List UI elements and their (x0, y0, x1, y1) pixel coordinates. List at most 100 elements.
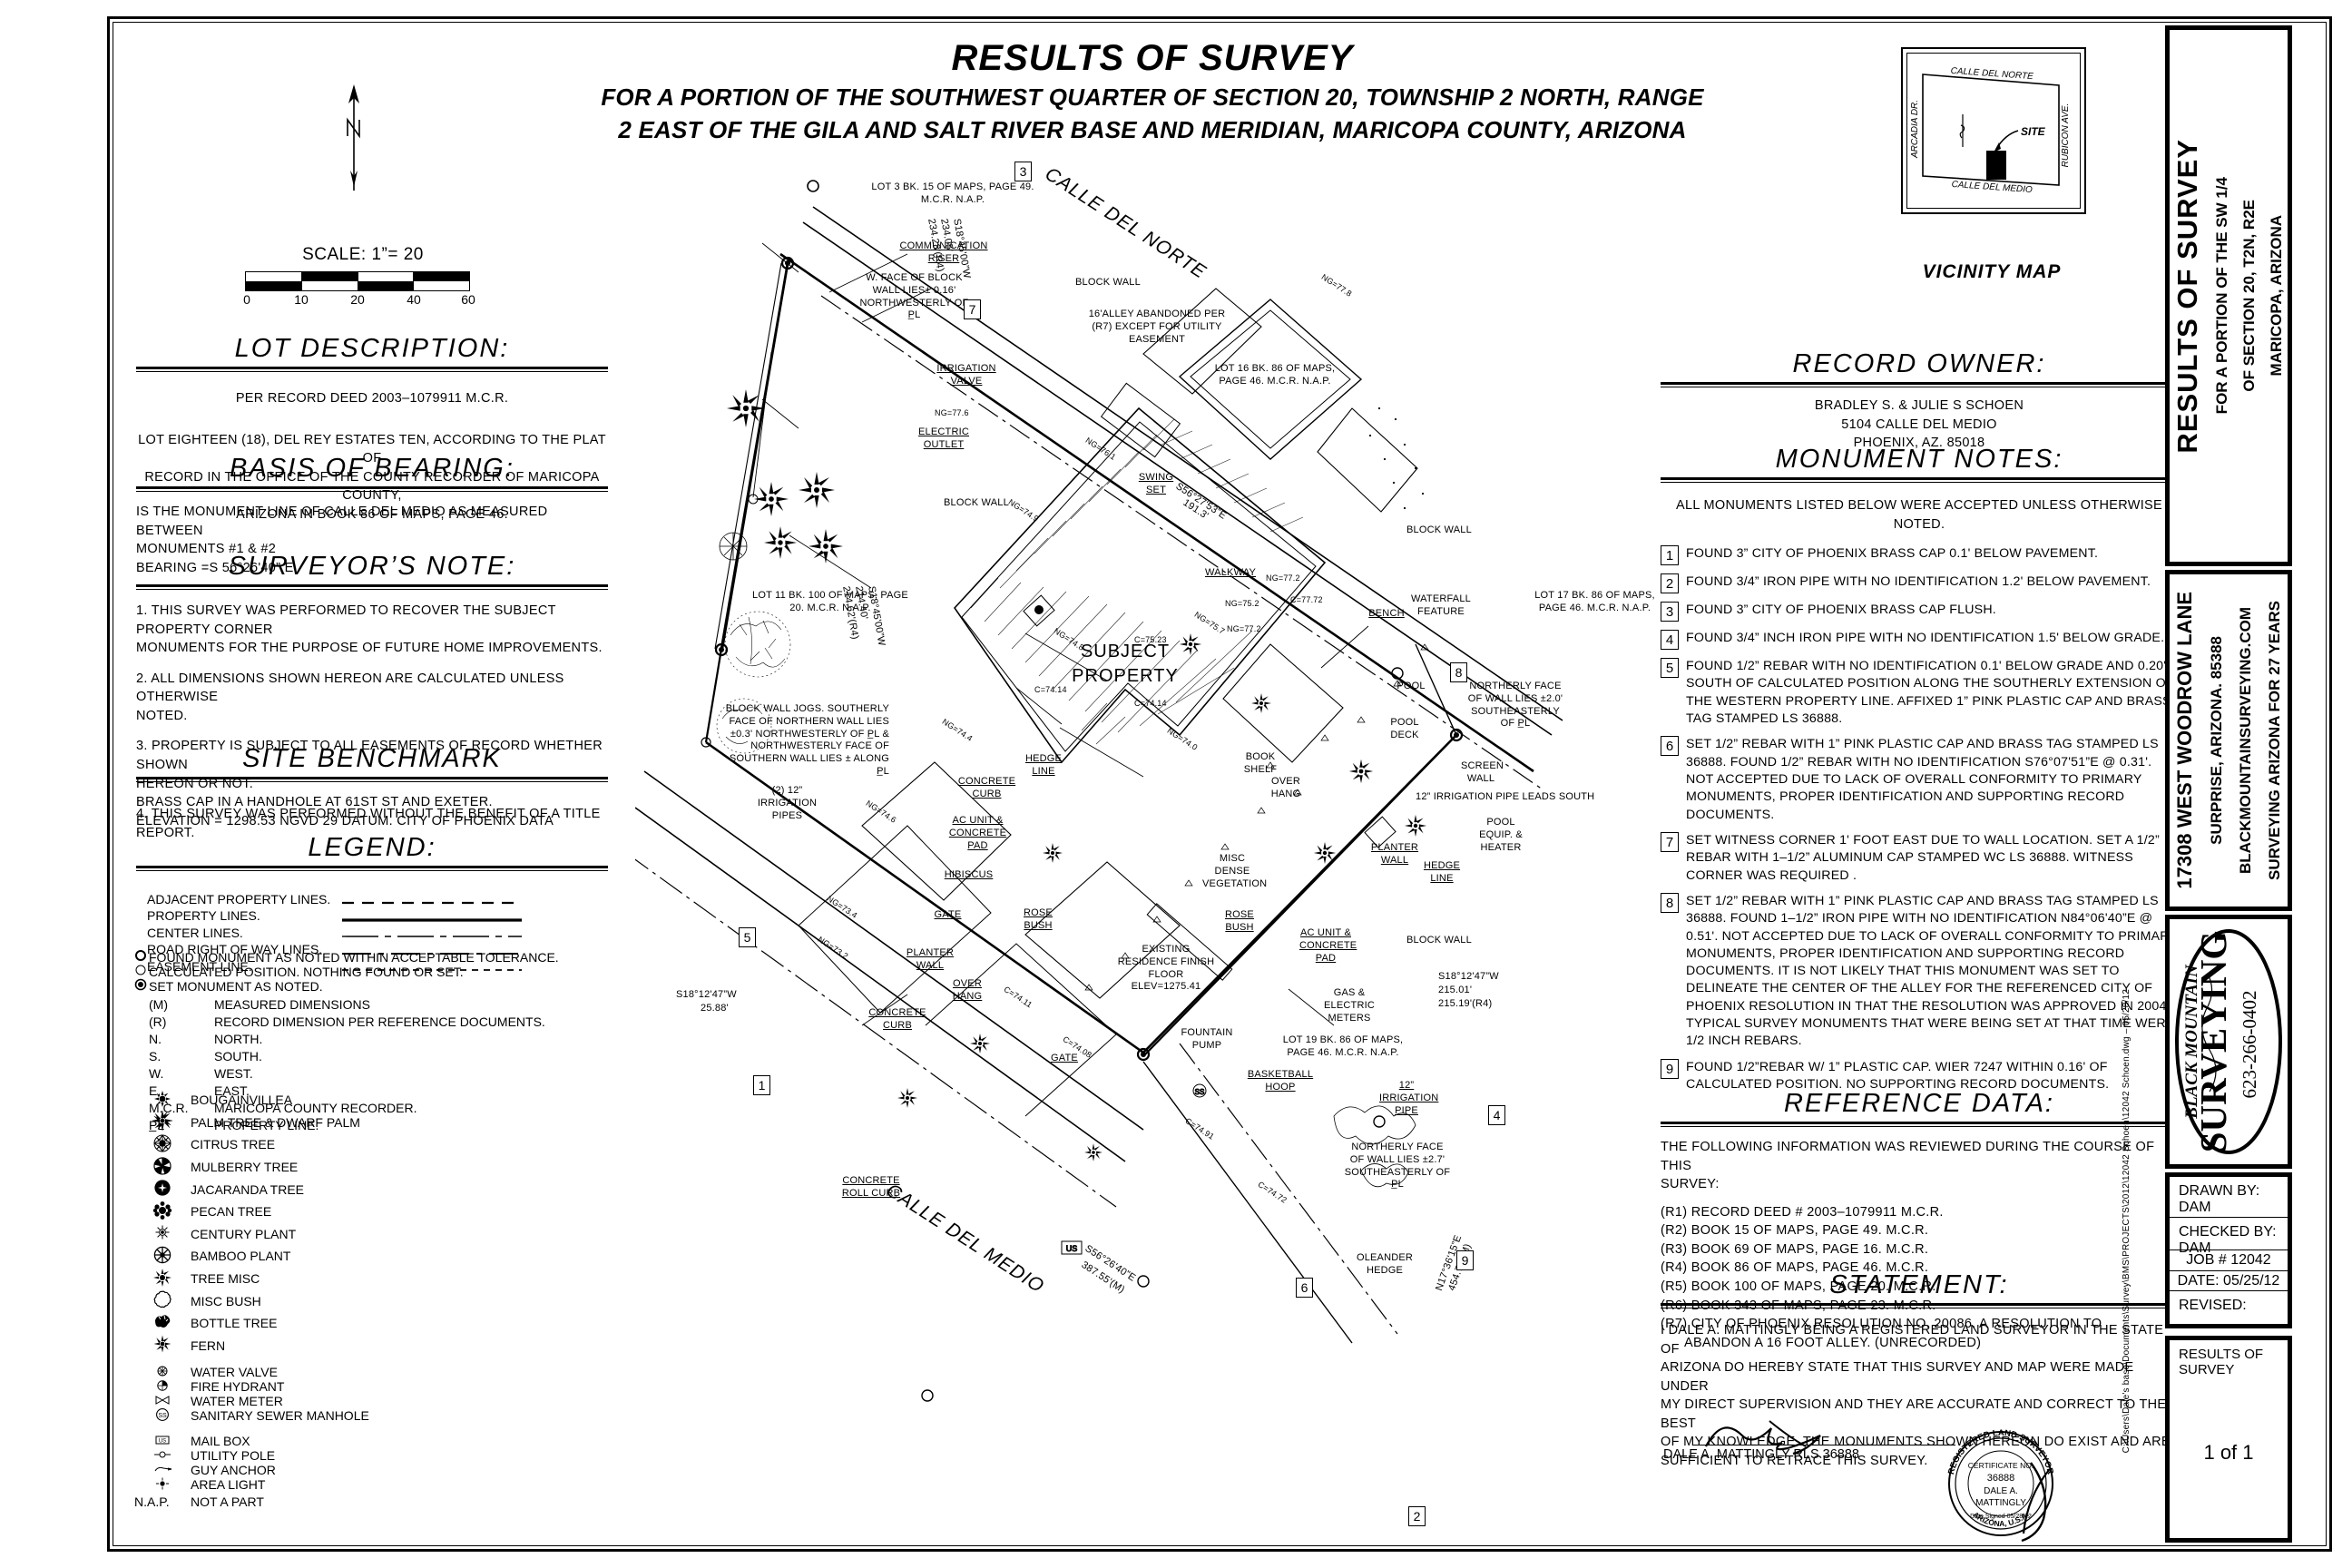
scale-tick: 10 (294, 292, 309, 307)
date-cell: DATE: 05/25/12 (2170, 1271, 2288, 1292)
svg-text:36888: 36888 (1987, 1473, 2015, 1484)
surveyors-note-item: 3. PROPERTY IS SUBJECT TO ALL EASEMENTS … (136, 739, 603, 791)
surveyor-seal: REGISTERED LAND SURVEYOR ARIZONA, U.S.A.… (1933, 1416, 2069, 1552)
plan-callout: 12” IRRIGATION PIPE (1379, 1080, 1439, 1116)
svg-text:RUBICON AVE.: RUBICON AVE. (2061, 103, 2071, 168)
legend-row: M.C.R.MARICOPA COUNTY RECORDER. (134, 1100, 615, 1117)
scale-bar: SCALE: 1”= 20 0 10 20 40 60 (243, 245, 481, 308)
vicinity-map: CALLE DEL NORTE CALLE DEL MEDIO ARCADIA … (1901, 47, 2086, 214)
set-monument-icon (134, 978, 149, 995)
legend-row: WATER VALVE (134, 1365, 615, 1379)
monument-note-row: 9 FOUND 1/2”REBAR W/ 1” PLASTIC CAP. WIE… (1661, 1058, 2178, 1094)
record-owner-section: RECORD OWNER: BRADLEY S. & JULIE S SCHOE… (1661, 349, 2178, 453)
legend-label: FOUND MONUMENT AS NOTED WITHIN ACCEPTABL… (149, 949, 559, 965)
monument-note-text: FOUND 3” CITY OF PHOENIX BRASS CAP FLUSH… (1686, 603, 1996, 618)
legend-row: CITRUS TREE (134, 1133, 615, 1156)
monument-note-text: FOUND 1/2”REBAR W/ 1” PLASTIC CAP. WIER … (1686, 1059, 2110, 1093)
plan-callout: W. FACE OF BLOCK WALL LIES± 0.16' NORTHW… (859, 272, 969, 321)
mail-box-icon: US (134, 1434, 191, 1449)
legend-row: BOUGAINVILLEA (134, 1089, 615, 1112)
adjacent-property-line-sample (342, 895, 524, 905)
basis-of-bearing-body: IS THE MONUMENT LINE OF CALLE DEL MEDIO … (136, 505, 548, 575)
site-benchmark-heading: SITE BENCHMARK (242, 744, 502, 773)
monument-number-box: 5 (1661, 658, 1679, 679)
monument-notes-heading: MONUMENT NOTES: (1775, 445, 2063, 474)
legend-row: TREE MISC (134, 1268, 615, 1290)
site-benchmark-section: SITE BENCHMARK BRASS CAP IN A HANDHOLE A… (136, 744, 608, 830)
legend-label: BOTTLE TREE (191, 1316, 278, 1331)
plan-callout: POOL DECK (1390, 717, 1419, 740)
legend-heading: LEGEND: (308, 833, 436, 862)
site-benchmark-body: BRASS CAP IN A HANDHOLE AT 61ST ST AND E… (136, 795, 554, 828)
spot-elevation: NG=77.2 (1227, 624, 1261, 633)
scale-tick: 0 (243, 292, 250, 307)
reference-data-heading: REFERENCE DATA: (1783, 1089, 2054, 1118)
legend-label: AREA LIGHT (191, 1477, 266, 1492)
sheet-inner-border (113, 22, 2327, 1546)
scale-ticks: 0 10 20 40 60 (243, 291, 475, 308)
legend-row: US MAIL BOX (134, 1434, 615, 1448)
reference-item: (R4) BOOK 86 OF MAPS, PAGE 46. M.C.R. (1661, 1260, 1929, 1276)
legend-row: CALCULATED POSITION. NOTHING FOUND OR SE… (134, 965, 615, 979)
legend-label: ROAD RIGHT OF WAY LINES. (147, 942, 323, 957)
monument-note-row: 3 FOUND 3” CITY OF PHOENIX BRASS CAP FLU… (1661, 602, 2178, 622)
legend-label: SET MONUMENT AS NOTED. (149, 978, 323, 994)
legend-row: MULBERRY TREE (134, 1156, 615, 1179)
monument-tag: 4 (1488, 1105, 1505, 1125)
plan-callout: OVER HANG (952, 978, 983, 1002)
legend-row: EASEMENT LINE. (147, 958, 619, 975)
legend-line-types: ADJACENT PROPERTY LINES. PROPERTY LINES.… (147, 891, 619, 975)
monument-note-row: 5 FOUND 1/2” REBAR WITH NO IDENTIFICATIO… (1661, 658, 2178, 728)
monument-note-text: SET 1/2” REBAR WITH 1” PINK PLASTIC CAP … (1686, 893, 2178, 1049)
plan-callout: GATE (934, 909, 962, 920)
water-valve-icon (134, 1365, 191, 1380)
abbr-key: (R) (149, 1014, 167, 1030)
legend-label: BOUGAINVILLEA (191, 1093, 293, 1108)
legend-row: BOTTLE TREE (134, 1312, 615, 1335)
legend-utilities: WATER VALVE FIRE HYDRANT WATER METER SS … (134, 1365, 615, 1423)
svg-text:CERTIFICATE NO.: CERTIFICATE NO. (1968, 1461, 2034, 1470)
plan-callout: WALKWAY (1205, 567, 1256, 578)
plan-callout: POOL (1396, 681, 1426, 691)
calculated-position-icon (134, 964, 149, 981)
legend-row: WATER METER (134, 1394, 615, 1408)
plan-callout: BASKETBALL HOOP (1247, 1069, 1314, 1093)
abbr-value: EAST. (214, 1083, 250, 1099)
monument-notes-intro: ALL MONUMENTS LISTED BELOW WERE ACCEPTED… (1676, 498, 2162, 532)
legend-row: FERN (134, 1335, 615, 1357)
abbr-value: SOUTH. (214, 1049, 262, 1064)
legend-row: CENTURY PLANT (134, 1223, 615, 1246)
plan-callout: (2) 12” IRRIGATION PIPES (757, 785, 818, 821)
reference-item: (R7) CITY OF PHOENIX RESOLUTION NO. 2008… (1661, 1317, 2102, 1350)
plan-dimension: 25.88' (701, 1003, 729, 1014)
legend-row: (M)MEASURED DIMENSIONS (134, 996, 615, 1014)
legend-row: AREA LIGHT (134, 1477, 615, 1492)
monument-number-box: 4 (1661, 630, 1679, 651)
legend-section: LEGEND: (136, 833, 608, 871)
abbr-key: S. (149, 1049, 162, 1064)
easement-line-sample (342, 962, 524, 972)
divider (1661, 1122, 2178, 1127)
legend-label: BAMBOO PLANT (191, 1249, 291, 1264)
plan-dimension: S18°12'47”W (1438, 971, 1499, 982)
legend-row: W.WEST. (134, 1065, 615, 1083)
monument-note-text: FOUND 3/4” INCH IRON PIPE WITH NO IDENTI… (1686, 631, 2165, 646)
band-line-2: OF SECTION 20, T2N, R2E (2240, 200, 2258, 392)
pecan-tree-icon (134, 1200, 191, 1223)
monument-number-box: 8 (1661, 892, 1679, 913)
legend-row: N.A.P. NOT A PART (134, 1494, 615, 1511)
basis-of-bearing-section: BASIS OF BEARING: IS THE MONUMENT LINE O… (136, 454, 608, 577)
company-website: BLACKMOUNTAINSURVEYING.COM (2237, 606, 2254, 875)
monument-note-row: 8 SET 1/2” REBAR WITH 1” PINK PLASTIC CA… (1661, 892, 2178, 1051)
scale-tick: 60 (461, 292, 475, 307)
surveyors-note-section: SURVEYOR’S NOTE: 1. THIS SURVEY WAS PERF… (136, 552, 608, 854)
plan-callout: HEDGE LINE (1024, 753, 1063, 777)
legend-row: ROAD RIGHT OF WAY LINES. (147, 941, 619, 957)
surveyors-note-heading: SURVEYOR’S NOTE: (228, 552, 516, 581)
legend-label: FIRE HYDRANT (191, 1379, 285, 1394)
abbr-key: W. (149, 1066, 164, 1082)
plan-dimension: 215.19'(R4) (1438, 998, 1493, 1009)
property-line-sample (342, 912, 524, 922)
plan-callout: CONCRETE CURB (957, 776, 1016, 799)
plan-callout: BENCH (1368, 608, 1405, 619)
